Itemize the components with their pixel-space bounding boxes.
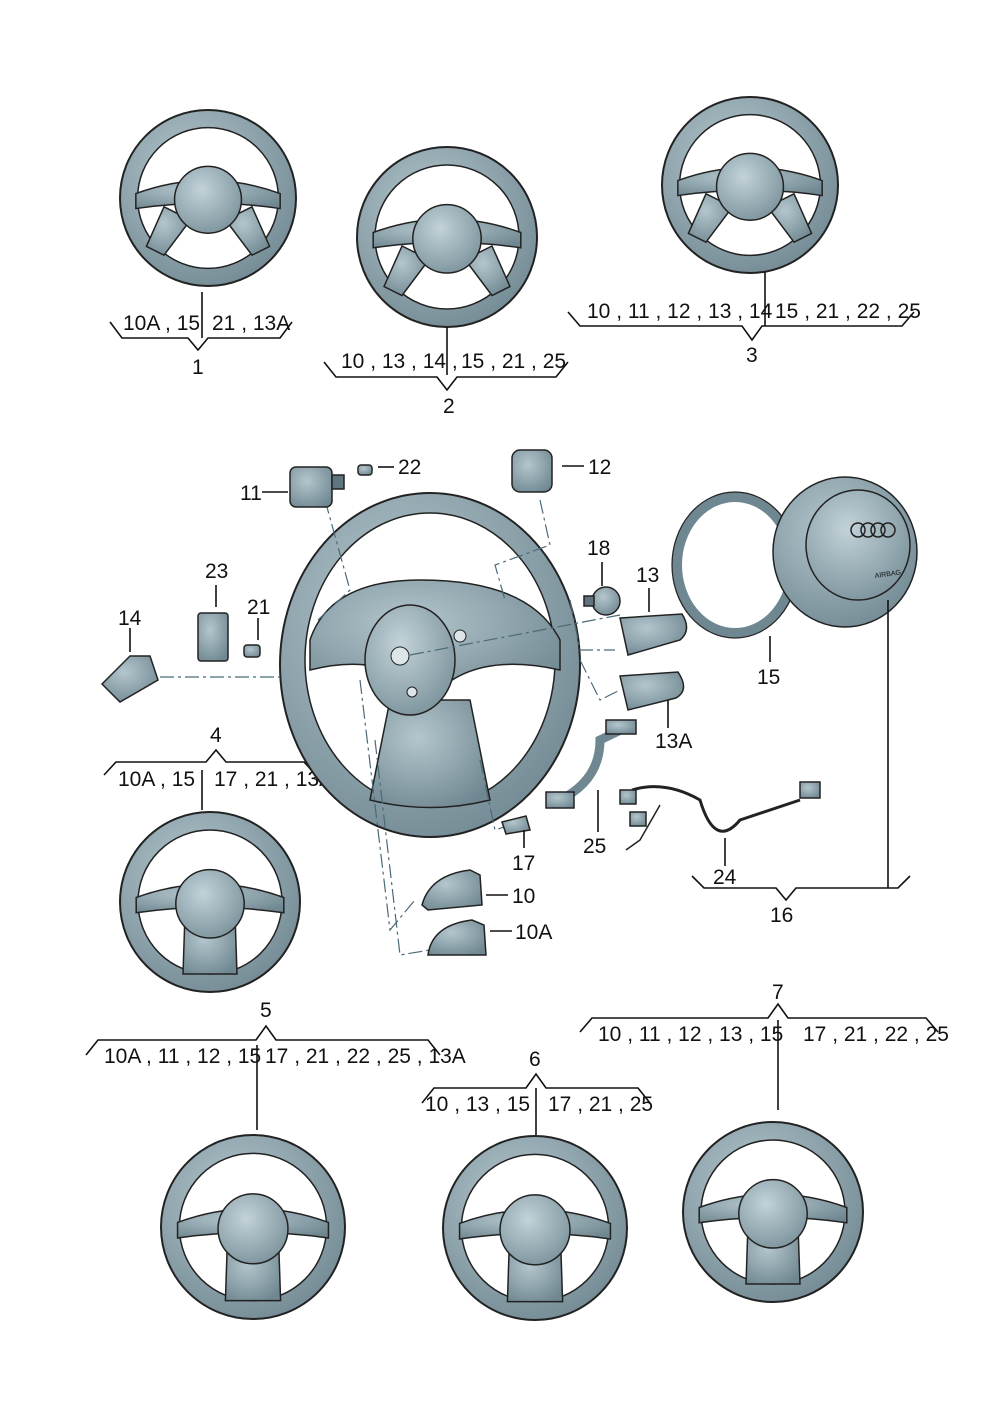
group-3-right-parts: 15 , 21 , 22 , 25 — [775, 300, 921, 323]
part-17: 17 — [501, 815, 535, 875]
group-2-left-parts: 10 , 13 , 14 , — [341, 350, 458, 373]
group-1-right-parts: 21 , 13A — [212, 312, 290, 335]
part-10A: 10A — [427, 919, 552, 956]
part-16-airbag: AIRBAG — [772, 476, 918, 888]
callout-15: 15 — [757, 666, 780, 689]
group-7-left-parts: 10 , 11 , 12 , 13 , 15 — [598, 1023, 783, 1046]
part-18: 18 — [583, 537, 621, 616]
steering-wheel-variant-5 — [160, 1134, 346, 1320]
part-13: 13 — [619, 564, 688, 656]
part-12: 12 — [511, 449, 611, 493]
group-4: 10A , 15 17 , 21 , 13A 4 — [103, 724, 333, 810]
part-21: 21 — [243, 596, 270, 658]
group-7-number: 7 — [772, 981, 784, 1004]
callout-23: 23 — [205, 560, 228, 583]
callout-13A: 13A — [655, 730, 692, 753]
part-10: 10 — [421, 869, 535, 911]
audi-rings-logo — [850, 522, 896, 538]
group-4-left-parts: 10A , 15 — [118, 768, 195, 791]
part-11: 11 — [240, 466, 345, 508]
group-7-right-parts: 17 , 21 , 22 , 25 — [803, 1023, 949, 1046]
group-2-right-parts: 15 , 21 , 25 — [461, 350, 566, 373]
part-25-cable: 25 — [545, 719, 637, 858]
group-3-number: 3 — [746, 344, 758, 367]
group-5-right-parts: 17 , 21 , 22 , 25 , 13A — [265, 1045, 466, 1068]
group-5-number: 5 — [260, 999, 272, 1022]
group-6-right-parts: 17 , 21 , 25 — [548, 1093, 653, 1116]
callout-18: 18 — [587, 537, 610, 560]
group-4-number: 4 — [210, 724, 222, 747]
steering-wheel-variant-7 — [682, 1121, 864, 1303]
part-13A: 13A — [619, 671, 692, 753]
callout-21: 21 — [247, 596, 270, 619]
callout-10: 10 — [512, 885, 535, 908]
group-1-number: 1 — [192, 356, 204, 379]
callout-22: 22 — [398, 456, 421, 479]
steering-wheel-variant-4 — [119, 811, 301, 993]
callout-16: 16 — [770, 904, 793, 927]
callout-14: 14 — [118, 607, 142, 630]
part-22: 22 — [357, 456, 421, 479]
group-1-left-parts: 10A , 15 — [123, 312, 200, 335]
callout-13: 13 — [636, 564, 659, 587]
part-14: 14 — [100, 607, 159, 703]
group-6: 10 , 13 , 15 17 , 21 , 25 6 — [421, 1048, 653, 1135]
group-2: 10 , 13 , 14 , 15 , 21 , 25 2 — [323, 327, 569, 418]
group-6-left-parts: 10 , 13 , 15 — [425, 1093, 530, 1116]
main-steering-wheel — [279, 492, 581, 838]
group-3: 10 , 11 , 12 , 13 , 14 15 , 21 , 22 , 25… — [567, 272, 921, 367]
group-4-right-parts: 17 , 21 , 13A — [214, 768, 333, 791]
steering-wheel-variant-1 — [119, 109, 297, 287]
part-23: 23 — [197, 560, 229, 662]
steering-wheel-variant-3 — [661, 96, 839, 274]
steering-wheel-variant-6 — [442, 1135, 628, 1321]
callout-17: 17 — [512, 852, 535, 875]
group-1: 10A , 15 21 , 13A 1 — [109, 292, 293, 379]
group-2-number: 2 — [443, 395, 455, 418]
group-6-number: 6 — [529, 1048, 541, 1071]
group-7: 10 , 11 , 12 , 13 , 15 17 , 21 , 22 , 25… — [579, 981, 949, 1110]
callout-24: 24 — [713, 866, 737, 889]
group-5: 10A , 11 , 12 , 15 17 , 21 , 22 , 25 , 1… — [85, 999, 466, 1130]
group-5-left-parts: 10A , 11 , 12 , 15 — [104, 1045, 261, 1068]
group-3-left-parts: 10 , 11 , 12 , 13 , 14 — [587, 300, 773, 323]
callout-11: 11 — [240, 482, 262, 505]
part-24-harness: 24 16 — [619, 781, 911, 927]
callout-25: 25 — [583, 835, 606, 858]
steering-wheel-variant-2 — [356, 146, 538, 328]
callout-12: 12 — [588, 456, 611, 479]
airbag-label: AIRBAG — [874, 569, 901, 580]
callout-10A: 10A — [515, 921, 552, 944]
